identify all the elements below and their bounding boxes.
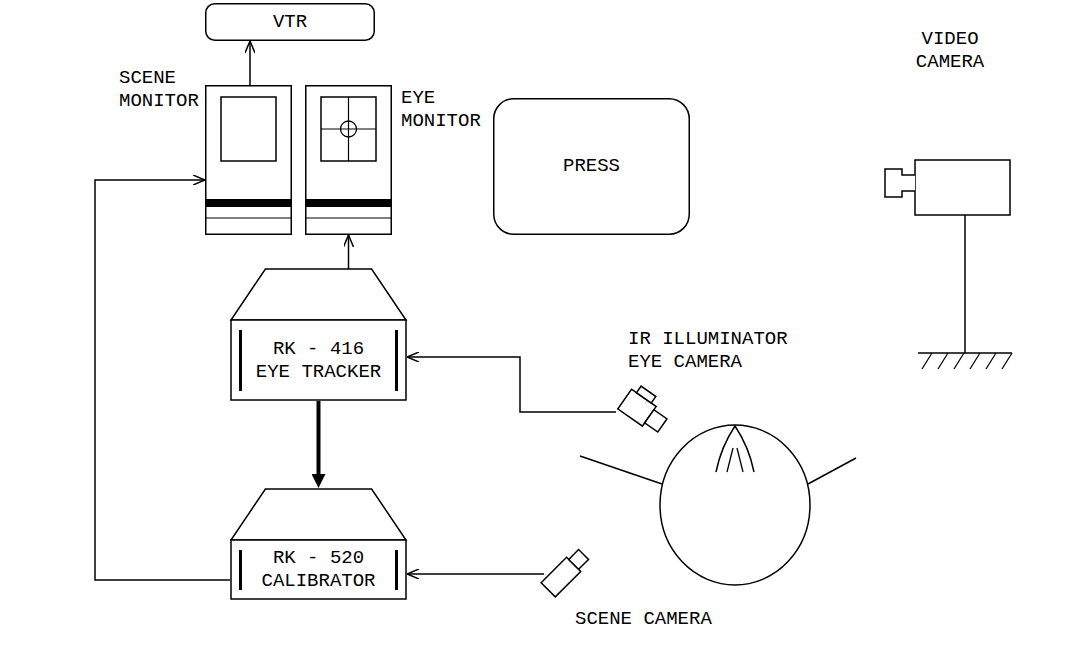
box-label: RK - 416 EYE TRACKER (253, 338, 384, 384)
unit-top (231, 489, 406, 540)
node-outline (612, 382, 684, 450)
signal-connector (95, 180, 230, 580)
operator-head (660, 425, 810, 585)
box-label: RK - 520 CALIBRATOR (259, 547, 379, 593)
monitor-case (306, 86, 392, 235)
press-box: PRESS (493, 98, 690, 235)
tripod-pole (964, 215, 966, 353)
signal-connector (317, 401, 321, 480)
label-holder: RK - 520 CALIBRATOR (248, 540, 389, 600)
unit-handle (239, 550, 242, 590)
box-outline (494, 99, 690, 235)
monitor-band (305, 199, 392, 207)
ground-hatch (1002, 353, 1012, 369)
unit-handle (239, 330, 242, 391)
node-outline (305, 85, 392, 235)
ground-hatch (954, 353, 964, 369)
node-outline (205, 85, 292, 235)
camera-figure (618, 383, 674, 436)
controller-unit: RK - 520 CALIBRATOR (230, 488, 407, 600)
illuminator (636, 386, 655, 403)
monitor-base (205, 217, 292, 218)
operator-arm (808, 458, 856, 484)
label-holder: EYE MONITOR (401, 87, 487, 133)
camera-unit: SCENE CAMERA (538, 528, 604, 604)
camera-lens (885, 169, 915, 197)
device-label: SCENE CAMERA (575, 608, 712, 631)
monitor-base (305, 217, 392, 218)
camera-unit: IR ILLUMINATOR EYE CAMERA (612, 382, 684, 450)
operator-nose (716, 426, 754, 472)
ground-hatch (938, 353, 948, 369)
monitor-case (206, 86, 292, 235)
operator-arm (580, 456, 662, 484)
node-outline (538, 528, 604, 604)
camera-unit: VIDEO CAMERA (880, 155, 1015, 377)
camera-body (915, 160, 1010, 215)
ground-hatch (986, 353, 996, 369)
recorder-box: VTR (205, 3, 375, 41)
signal-connector (407, 573, 544, 575)
monitor-screen (321, 97, 376, 161)
camera-lens (645, 410, 667, 432)
camera-figure (541, 547, 590, 596)
unit-front (231, 540, 406, 599)
label-holder: IR ILLUMINATOR EYE CAMERA (628, 328, 793, 374)
monitor-unit: EYE MONITOR (305, 85, 392, 235)
box-outline (206, 4, 375, 41)
box-label: VTR (273, 11, 307, 34)
ground-hatch (922, 353, 932, 369)
controller-unit: RK - 416 EYE TRACKER (230, 268, 407, 401)
label-holder: VIDEO CAMERA (913, 28, 987, 74)
signal-connector (348, 235, 350, 269)
monitor-screen (221, 97, 276, 161)
unit-front (231, 320, 406, 400)
ground-hatch (970, 353, 980, 369)
camera-lens (569, 549, 589, 569)
crosshair (348, 97, 349, 161)
pupil-mark (341, 121, 357, 137)
monitor-unit: SCENE MONITOR (205, 85, 292, 235)
monitor-band (205, 199, 292, 207)
unit-handle (395, 550, 398, 590)
label-holder: SCENE CAMERA (575, 608, 712, 631)
label-holder: RK - 416 EYE TRACKER (248, 320, 389, 401)
signal-connector (249, 41, 251, 85)
device-label: SCENE MONITOR (119, 67, 205, 113)
device-label: EYE MONITOR (401, 87, 487, 133)
label-holder: SCENE MONITOR (119, 67, 205, 113)
node-outline (880, 155, 1015, 377)
box-label: PRESS (563, 155, 620, 178)
signal-connector (407, 357, 616, 412)
operator-nose (727, 448, 743, 472)
unit-top (231, 269, 406, 320)
label-holder: VTR (215, 3, 365, 41)
label-holder: PRESS (503, 98, 680, 235)
device-label: IR ILLUMINATOR EYE CAMERA (628, 328, 793, 374)
device-label: VIDEO CAMERA (913, 28, 987, 74)
unit-handle (395, 330, 398, 391)
